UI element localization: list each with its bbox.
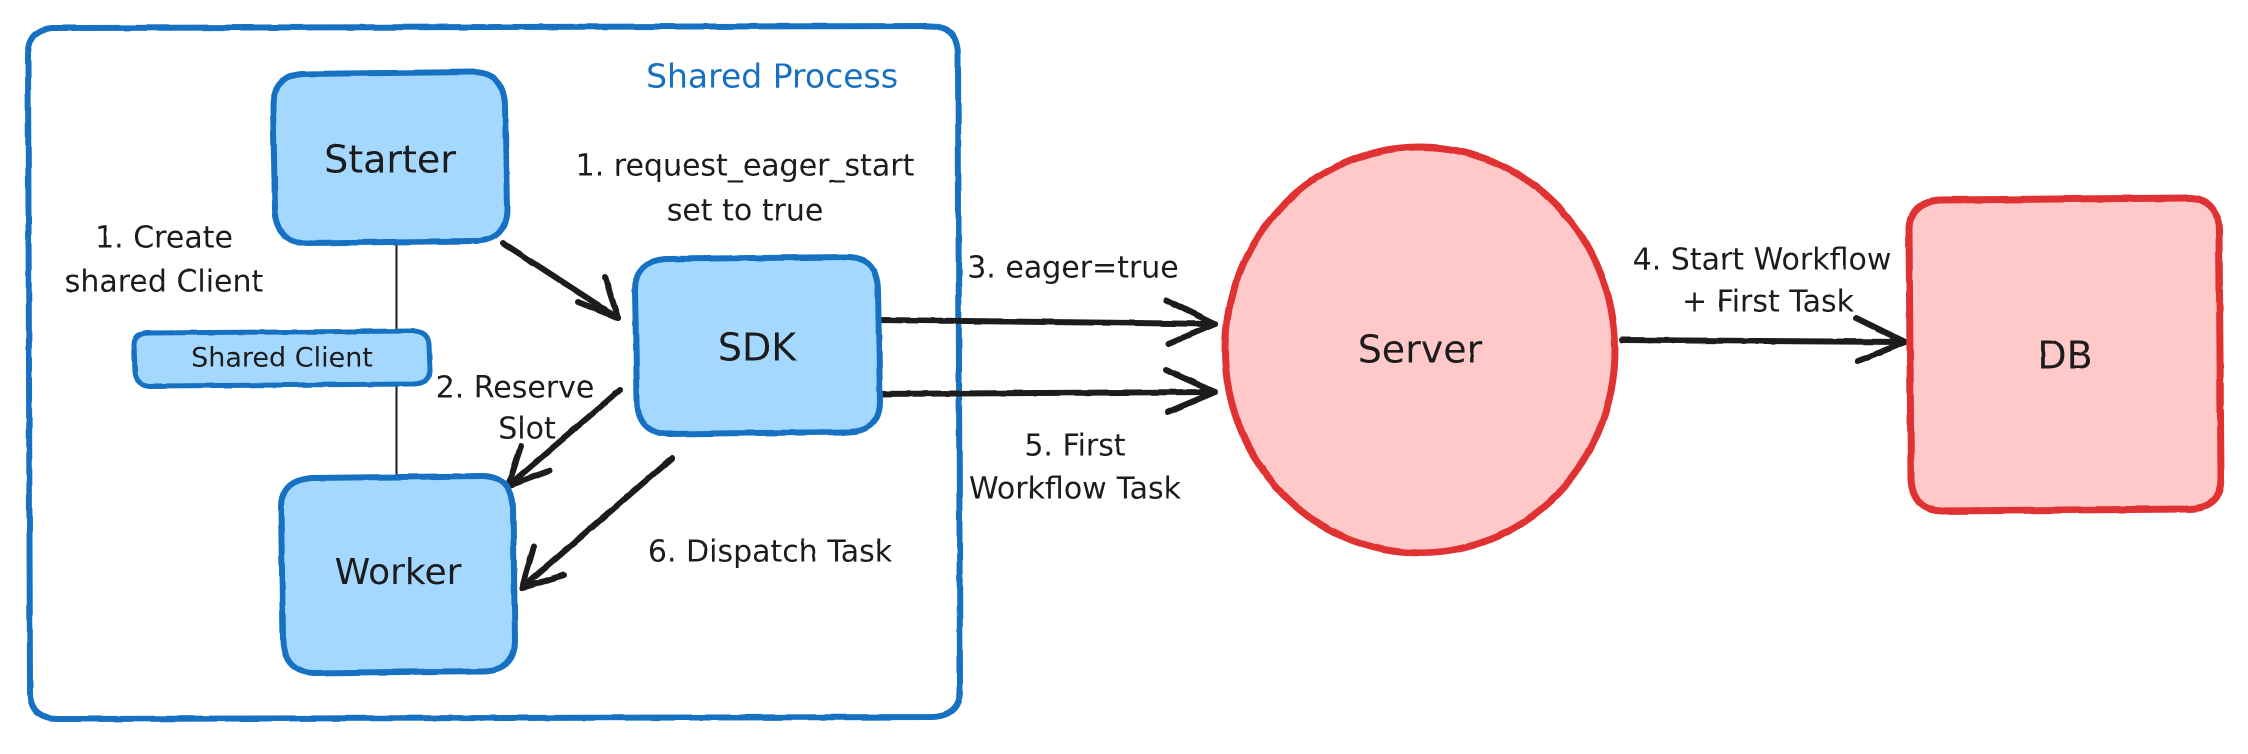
node-server[interactable]: Server: [1221, 143, 1619, 557]
edge-label-reserve-slot: 2. Reserve Slot: [436, 371, 595, 447]
edge-label-start-workflow-first-task: 4. Start Workflow + First Task: [1633, 243, 1892, 320]
edge-label-request-eager-start: 1. request_eager_start set to true: [576, 149, 915, 229]
edge-label-create-shared-client-line2: shared Client: [65, 265, 264, 300]
edge-label-start-workflow-first-task-line1: 4. Start Workflow: [1633, 243, 1892, 278]
connector-starter-shared-client: [393, 237, 400, 333]
edge-label-eager-true: 3. eager=true: [967, 251, 1179, 286]
line-shared-client-to-worker: [393, 377, 400, 481]
server-label: Server: [1358, 328, 1483, 372]
edge-label-first-workflow-task-line1: 5. First: [1024, 429, 1126, 464]
node-sdk[interactable]: SDK: [632, 254, 883, 437]
shared-process-label: Shared Process: [646, 57, 898, 96]
edge-label-create-shared-client: 1. Create shared Client: [65, 221, 264, 300]
arrow-server-to-db: [1619, 315, 1908, 364]
node-db[interactable]: DB: [1905, 194, 2225, 515]
node-starter[interactable]: Starter: [270, 69, 510, 246]
arrow-starter-to-sdk: [500, 240, 621, 321]
edge-label-first-workflow-task-line2: Workflow Task: [969, 472, 1182, 507]
line-starter-to-shared-client: [393, 237, 400, 333]
edge-label-reserve-slot-line2: Slot: [498, 412, 556, 447]
server-shape: [1221, 143, 1619, 557]
starter-label: Starter: [324, 138, 456, 182]
shared-client-shape: [131, 328, 433, 389]
shared-client-label: Shared Client: [191, 343, 373, 374]
arrow-sdk-to-worker-reserve: [505, 387, 623, 489]
edge-label-dispatch-task-line1: 6. Dispatch Task: [648, 535, 893, 570]
worker-label: Worker: [335, 552, 462, 593]
node-worker[interactable]: Worker: [278, 473, 518, 676]
edge-label-start-workflow-first-task-line2: + First Task: [1682, 285, 1855, 320]
sdk-label: SDK: [718, 326, 797, 370]
arrow-sdk-to-server-eager: [873, 297, 1218, 347]
edge-label-first-workflow-task: 5. First Workflow Task: [969, 429, 1182, 507]
edge-label-eager-true-line1: 3. eager=true: [967, 251, 1179, 286]
starter-shape: [270, 69, 510, 246]
shared-process-group[interactable]: Shared Process: [25, 23, 963, 722]
edge-label-request-eager-start-line2: set to true: [667, 194, 824, 229]
worker-shape: [278, 473, 518, 676]
connector-shared-client-worker: [393, 377, 400, 481]
arrow-sdk-to-worker-dispatch: [519, 455, 675, 591]
shared-process-border: [25, 23, 963, 722]
sdk-shape: [632, 254, 883, 437]
edge-label-dispatch-task: 6. Dispatch Task: [648, 535, 893, 570]
arrow-server-to-sdk-first-task: [873, 367, 1218, 415]
edge-label-create-shared-client-line1: 1. Create: [95, 221, 233, 256]
db-shape: [1905, 194, 2225, 515]
edge-label-reserve-slot-line1: 2. Reserve: [436, 371, 595, 406]
edge-label-request-eager-start-line1: 1. request_eager_start: [576, 149, 915, 184]
db-label: DB: [2037, 334, 2092, 378]
node-shared-client[interactable]: Shared Client: [131, 328, 433, 389]
